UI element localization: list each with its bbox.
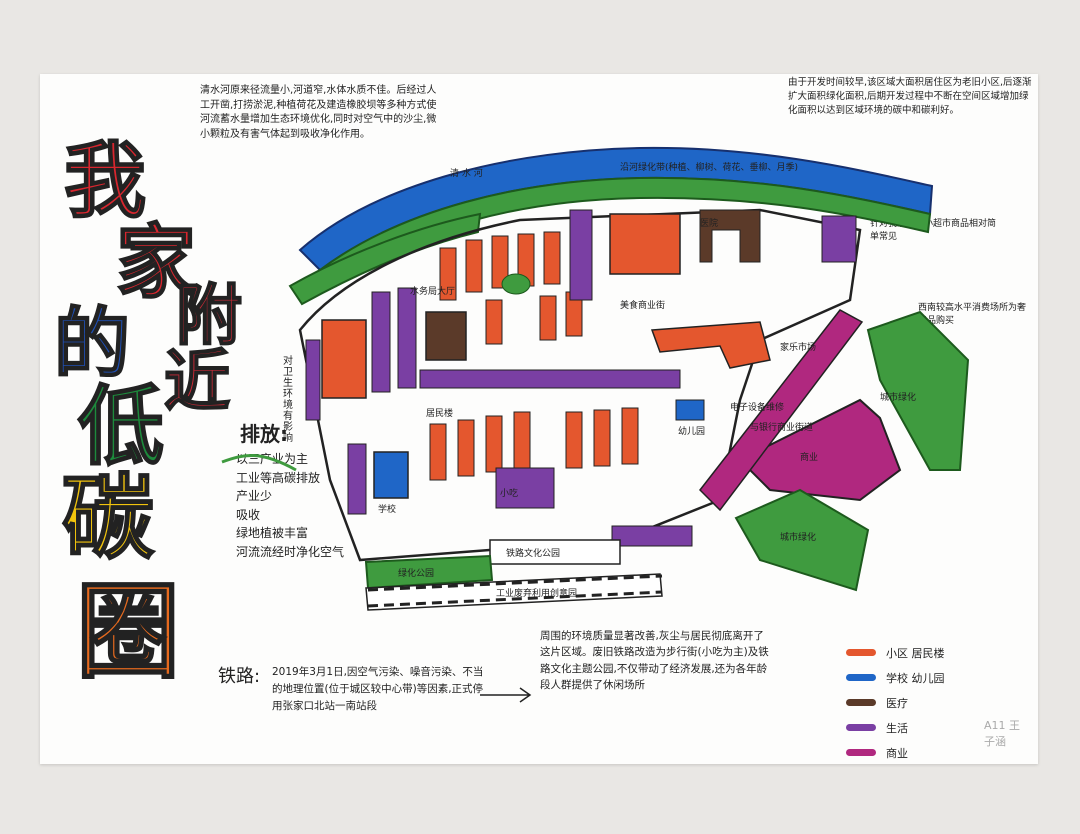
emission-line: 工业等高碳排放 [236,470,321,485]
emission-title: 排放: [240,422,288,446]
legend-label: 小区 居民楼 [886,646,945,660]
market-street-label: 家乐市场 [780,341,816,353]
riverside-green [318,176,932,288]
riverside-green-left [288,212,482,306]
mall-note: 西南较高水平消费场所为奢侈品购买 [918,303,1027,327]
market-note: 针对我家附近小超市商品相对简单常见 [870,219,997,243]
business-label: 商业 [800,451,818,463]
kindergarten-block [675,399,705,421]
legend-label: 医疗 [886,696,908,710]
legend-label: 商业 [886,746,908,760]
legend-swatch [846,649,876,656]
title-char: 的 [53,299,131,388]
railway-track [365,573,663,611]
title-char: 近 [163,342,231,420]
industrial-label: 工业废弃利用创意园 [496,587,577,599]
residential-label: 居民楼 [426,407,453,419]
emission-line: 河流流经时净化空气 [236,544,345,559]
legend-item: 生活 [846,715,966,740]
map-legend: 小区 居民楼 学校 幼儿园 医疗 生活 商业 [846,640,966,765]
legend-item: 商业 [846,740,966,765]
commercial-road-label: 与银行商业街道 [750,421,813,433]
emission-line: 绿地植被丰富 [236,526,309,541]
hospital-block [699,209,761,263]
medical-building [425,311,467,361]
hospital-label: 医院 [700,217,718,229]
kindergarten-label: 幼儿园 [678,425,705,437]
title-char: 碳 [61,464,155,572]
railway-label: 铁路: [218,666,261,687]
legend-item: 学校 幼儿园 [846,665,966,690]
title-char: 圈 [75,570,181,693]
city-green-label: 城市绿化 [880,391,916,403]
emission-arrow [221,454,297,472]
top-right-note: 由于开发时间较早,该区域大面积居住区为老旧小区,后逐渐扩大面积绿化面积,后期开发… [788,77,1032,116]
water-bureau-label: 水务局大厅 [410,285,455,297]
green-south-label: 城市绿化 [780,531,816,543]
district-outline [298,208,862,562]
railway-arrow [480,687,532,703]
life-blocks [305,209,857,547]
emission-line: 吸收 [236,507,261,522]
legend-swatch [846,749,876,756]
park-ellipse [501,273,531,295]
railway-text: 2019年3月1日,因空气污染、噪音污染、不当的地理位置(位于城区较中心带)等因… [272,666,484,712]
school-label: 学校 [378,503,396,515]
green-belt-south [364,554,494,590]
title-char: 低 [77,376,165,477]
river-note: 清水河原来径流量小,河道窄,水体水质不佳。后经过人工开凿,打捞淤泥,种植荷花及建… [200,85,437,140]
electronics-label: 电子设备维修 [730,401,784,413]
legend-swatch [846,674,876,681]
commercial-street [699,309,864,512]
snack-label: 小吃 [500,487,518,499]
food-street-label: 美食商业街 [620,299,665,311]
legend-label: 生活 [886,721,908,735]
legend-swatch [846,699,876,706]
title-char: 附 [175,276,243,354]
result-text: 周围的环境质量显著改善,灰尘与居民彻底离开了这片区域。废旧铁路改造为步行街(小吃… [540,630,769,691]
emission-line: 产业少 [236,489,273,504]
school-block [373,451,409,499]
title-char: 我 [63,133,147,229]
railway-park-block [489,539,621,565]
side-left-note: 对卫生环境有影响 [283,356,293,444]
signature: A11 王子涵 [984,719,1021,748]
city-green-south [734,488,870,592]
river-label: 清 水 河 [450,167,483,179]
legend-swatch [846,724,876,731]
business-district [738,398,902,502]
legend-item: 小区 居民楼 [846,640,966,665]
green-belt-label: 绿化公园 [398,567,434,579]
legend-label: 学校 幼儿园 [886,671,945,685]
residential-blocks [321,213,771,481]
riverside-road-label: 沿河绿化带(种植、柳树、荷花、垂柳、月季) [620,161,798,173]
city-green-east [866,310,970,471]
title-char: 家 [115,215,197,309]
legend-item: 医疗 [846,690,966,715]
railway-park-label: 铁路文化公园 [506,547,560,559]
